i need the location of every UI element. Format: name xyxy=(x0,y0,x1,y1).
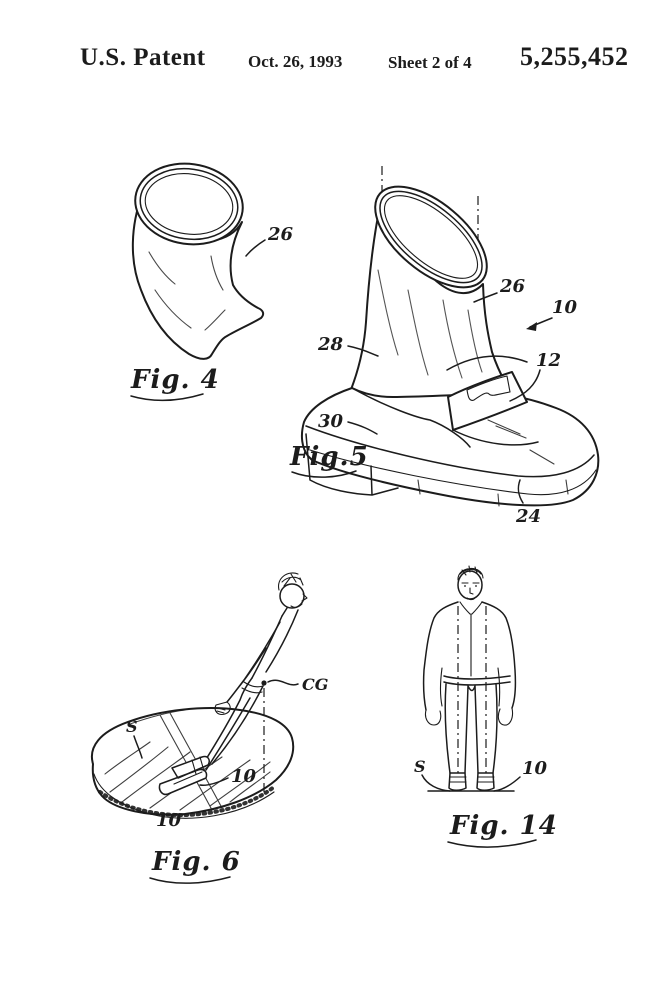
hair xyxy=(457,565,484,581)
torso-back-line xyxy=(251,615,283,679)
jacket-inner-lines xyxy=(439,601,501,707)
patent-title: U.S. Patent xyxy=(80,44,206,71)
hand xyxy=(214,701,231,715)
sheet-number: Sheet 2 of 4 xyxy=(388,53,472,72)
ref-label-12: 12 xyxy=(536,350,561,371)
sole-band-inner-edge xyxy=(309,449,597,496)
standing-performer xyxy=(422,565,517,791)
penny-strap xyxy=(447,371,528,431)
fig6-caption: Fig. 6 xyxy=(151,847,241,877)
shoe-collar-edge xyxy=(351,387,471,448)
leader-line-10 xyxy=(199,777,229,786)
cg-leader-line xyxy=(267,679,299,686)
sole-band-top-edge xyxy=(305,425,595,478)
figure-6-leaning-performer-drawing: CG S 10 10 Fig. 6 xyxy=(90,572,328,884)
leader-line-30 xyxy=(347,421,378,435)
ankle-opening-edge xyxy=(446,355,528,371)
shoe-straps xyxy=(449,776,495,783)
stage-leader-line xyxy=(133,735,143,759)
cg-label: CG xyxy=(302,675,328,694)
caption-underline xyxy=(291,470,357,478)
ref-label-10-near: 10 xyxy=(231,766,257,787)
cuff-opening-rim xyxy=(374,185,488,289)
cg-point xyxy=(261,680,267,686)
ref-label-28: 28 xyxy=(317,334,344,355)
ref-label-10: 10 xyxy=(552,297,578,318)
leaning-performer xyxy=(158,572,308,796)
figure-14-standing-performer-drawing: S 10 Fig. 14 xyxy=(414,565,558,848)
caption-underline xyxy=(149,876,231,884)
ref-label-10-far: 10 xyxy=(156,810,182,831)
ref-label-30: 30 xyxy=(318,411,344,432)
cuff-opening-rim xyxy=(134,162,244,246)
ref-label-10: 10 xyxy=(522,758,548,779)
leader-line-26 xyxy=(473,292,498,303)
fig5-caption: Fig.5 xyxy=(289,442,369,472)
arrowhead-10 xyxy=(526,322,537,331)
caption-underline xyxy=(130,393,204,402)
torso-front-line xyxy=(265,609,299,673)
ref-label-24: 24 xyxy=(515,506,541,527)
fig14-caption: Fig. 14 xyxy=(449,811,558,841)
strap-slot xyxy=(466,375,511,401)
patent-number: 5,255,452 xyxy=(520,42,629,71)
vamp-seam xyxy=(452,429,539,446)
caption-underline xyxy=(447,839,537,848)
leader-line-24 xyxy=(517,479,524,504)
heel-block xyxy=(305,433,399,496)
stage-rim-hatching xyxy=(98,784,277,818)
ref-label-26: 26 xyxy=(499,276,526,297)
hands xyxy=(424,707,514,726)
jacket-outline xyxy=(422,601,517,711)
trousers xyxy=(444,683,498,774)
legs xyxy=(197,677,264,773)
shoe-straps xyxy=(173,756,207,785)
waistband xyxy=(443,675,511,686)
ref-label-26: 26 xyxy=(267,224,294,245)
figure-4-boot-cuff-drawing: 26 Fig. 4 xyxy=(130,162,294,402)
figure-5-shoe-drawing: 26 10 12 28 30 24 Fig.5 xyxy=(289,166,600,527)
patent-date: Oct. 26, 1993 xyxy=(248,52,343,71)
leader-line-10 xyxy=(493,776,521,792)
fig4-caption: Fig. 4 xyxy=(130,365,220,395)
arm xyxy=(226,621,281,703)
stage-rim-lower-edge xyxy=(93,773,275,819)
leader-line-28 xyxy=(347,345,379,357)
face xyxy=(461,582,480,601)
leader-line-26 xyxy=(245,239,266,257)
leader-line-12 xyxy=(509,369,541,402)
stage-leader-line xyxy=(421,774,451,792)
stage-label: S xyxy=(414,757,426,776)
stage-label: S xyxy=(126,717,138,736)
